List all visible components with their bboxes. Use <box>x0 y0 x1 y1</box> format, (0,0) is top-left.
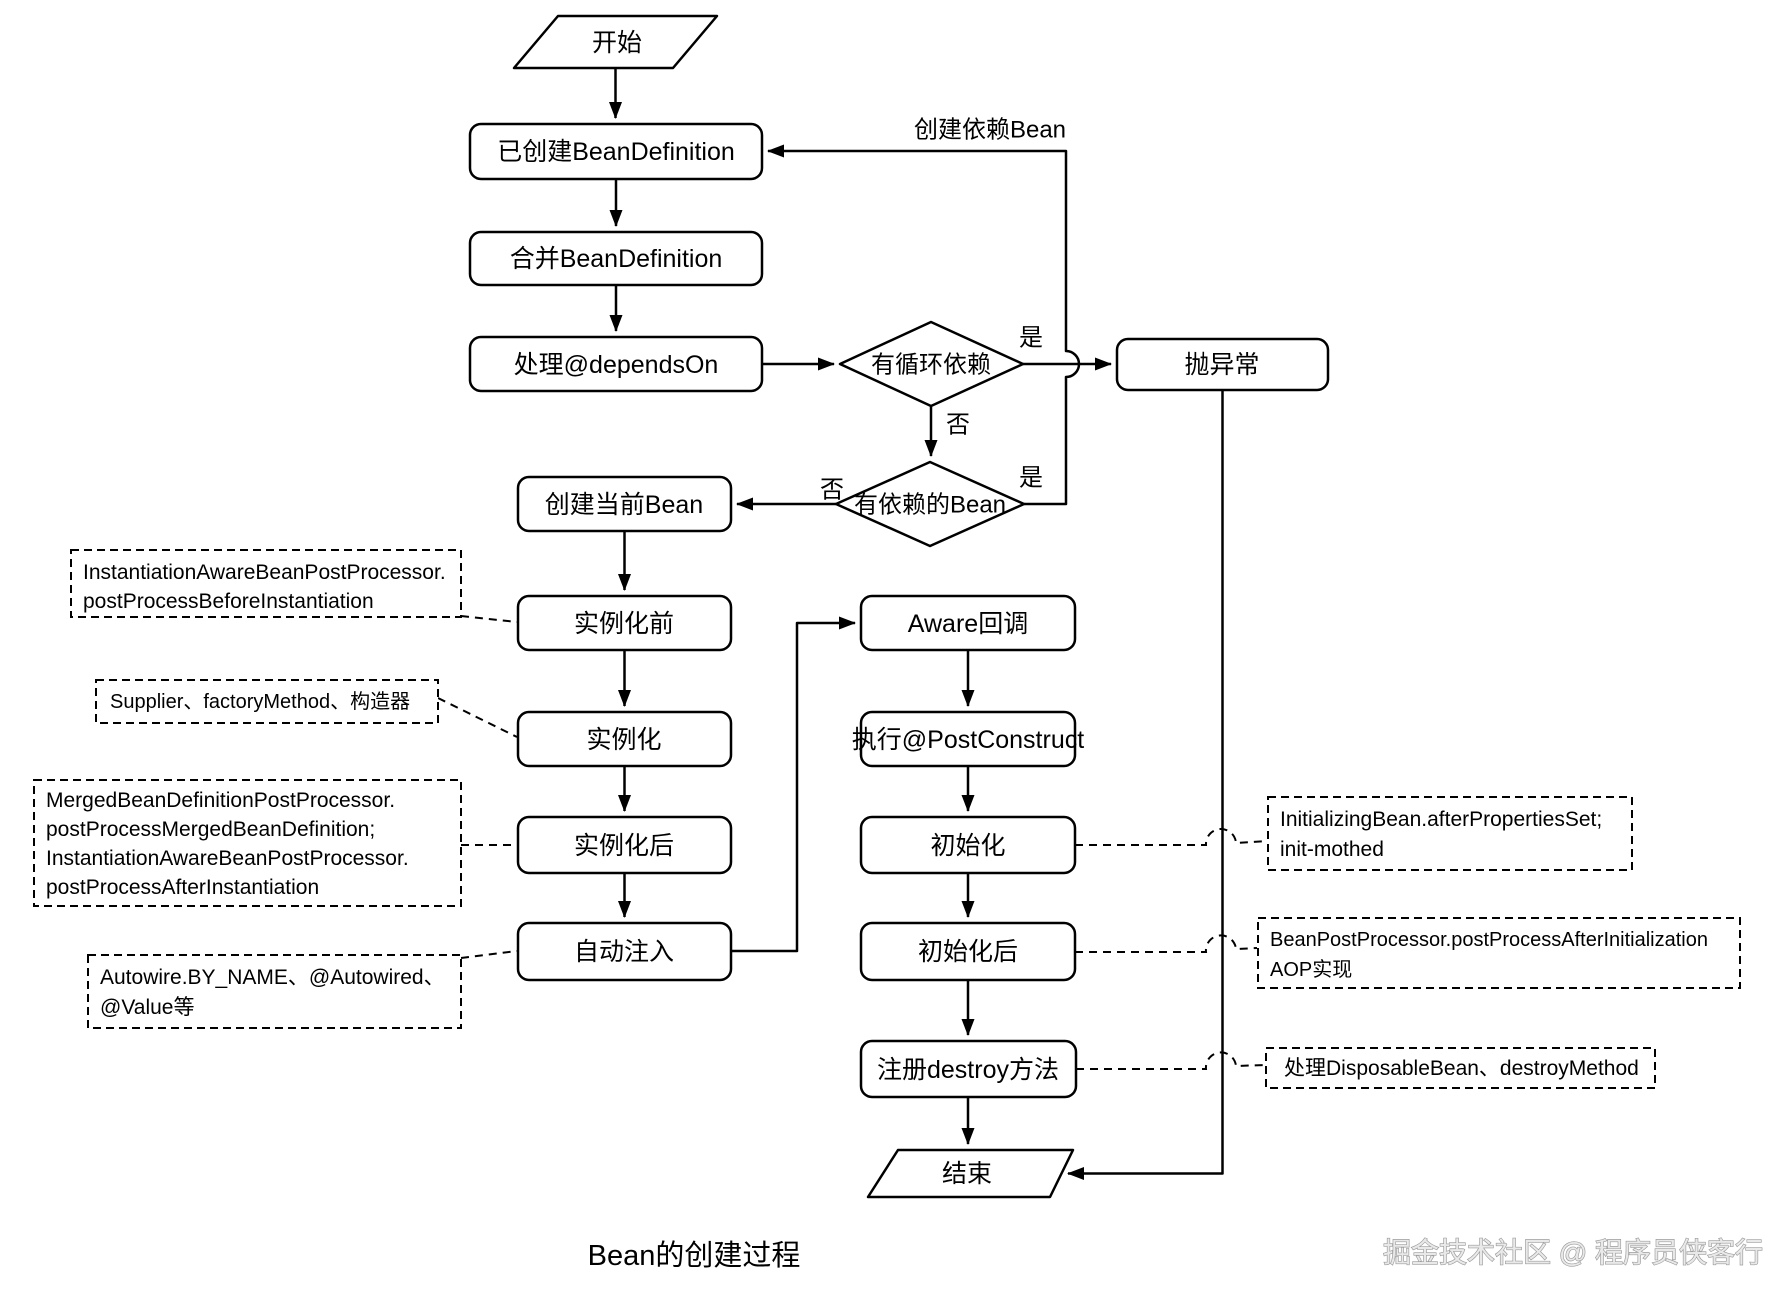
watermark: 掘金技术社区 @ 程序员侠客行 <box>1383 1237 1763 1268</box>
node-initialization: 初始化 <box>859 815 1077 875</box>
node-register-destroy-label: 注册destroy方法 <box>877 1056 1059 1084</box>
node-after-instantiation: 实例化后 <box>516 815 733 875</box>
edge-label-dependent-no: 否 <box>820 477 844 504</box>
note-after-initialization: BeanPostProcessor.postProcessAfterInitia… <box>1257 917 1741 989</box>
node-instantiation-label: 实例化 <box>586 726 661 754</box>
node-aware-callback: Aware回调 <box>859 594 1077 652</box>
decision-has-circular-dependency-label: 有循环依赖 <box>871 352 991 379</box>
note-link-initialization <box>1075 827 1268 846</box>
node-throw-exception-label: 抛异常 <box>1184 351 1259 379</box>
node-handle-depends-on: 处理@dependsOn <box>468 335 764 393</box>
node-aware-callback-label: Aware回调 <box>908 610 1028 638</box>
node-after-initialization: 初始化后 <box>859 921 1077 982</box>
note-link-instantiation <box>437 697 518 738</box>
note-instantiation-line1: Supplier、factoryMethod、构造器 <box>110 690 410 713</box>
note-initialization: InitializingBean.afterPropertiesSet; ini… <box>1267 796 1633 871</box>
note-link-before-instantiation <box>460 615 518 623</box>
edge-throw-to-end <box>1067 390 1224 1180</box>
node-autowire-inject-label: 自动注入 <box>574 938 674 966</box>
note-before-instantiation-line2: postProcessBeforeInstantiation <box>83 590 374 613</box>
note-register-destroy-line1: 处理DisposableBean、destroyMethod <box>1284 1057 1639 1080</box>
note-register-destroy: 处理DisposableBean、destroyMethod <box>1265 1047 1656 1089</box>
note-after-initialization-line1: BeanPostProcessor.postProcessAfterInitia… <box>1270 929 1708 951</box>
edge-dependent-yes-return <box>767 144 1081 506</box>
node-throw-exception: 抛异常 <box>1115 337 1330 392</box>
decision-has-circular-dependency: 有循环依赖 <box>838 320 1025 408</box>
node-merge-bean-definition: 合并BeanDefinition <box>468 230 764 287</box>
node-before-instantiation: 实例化前 <box>516 594 733 652</box>
note-after-instantiation-line4: postProcessAfterInstantiation <box>46 876 319 899</box>
decision-has-dependent-bean: 有依赖的Bean <box>834 460 1026 548</box>
note-link-autowire <box>460 950 518 959</box>
node-post-construct-label: 执行@PostConstruct <box>852 726 1084 754</box>
note-initialization-line2: init-mothed <box>1280 838 1384 861</box>
note-autowire: Autowire.BY_NAME、@Autowired、 @Value等 <box>87 954 462 1029</box>
note-before-instantiation-line1: InstantiationAwareBeanPostProcessor. <box>83 561 446 584</box>
node-post-construct: 执行@PostConstruct <box>852 710 1084 768</box>
node-before-instantiation-label: 实例化前 <box>574 610 674 638</box>
edge-label-circular-no: 否 <box>946 412 970 439</box>
node-bean-definition-created-label: 已创建BeanDefinition <box>497 138 735 166</box>
node-bean-definition-created: 已创建BeanDefinition <box>468 122 764 181</box>
note-link-register-destroy <box>1076 1051 1266 1070</box>
note-after-instantiation-line1: MergedBeanDefinitionPostProcessor. <box>46 789 395 812</box>
note-link-after-initialization <box>1075 934 1258 953</box>
edge-label-circular-yes: 是 <box>1019 325 1043 352</box>
node-autowire-inject: 自动注入 <box>516 921 733 982</box>
edge-label-dependent-yes: 是 <box>1019 465 1043 492</box>
node-end: 结束 <box>866 1148 1075 1199</box>
note-before-instantiation: InstantiationAwareBeanPostProcessor. pos… <box>70 549 462 618</box>
note-after-initialization-line2: AOP实现 <box>1270 958 1352 981</box>
node-start-label: 开始 <box>592 29 642 57</box>
note-initialization-line1: InitializingBean.afterPropertiesSet; <box>1280 808 1602 831</box>
node-end-label: 结束 <box>942 1160 992 1188</box>
note-after-instantiation: MergedBeanDefinitionPostProcessor. postP… <box>33 779 462 907</box>
note-autowire-line2: @Value等 <box>100 996 194 1019</box>
note-instantiation: Supplier、factoryMethod、构造器 <box>95 679 439 724</box>
node-create-current-bean-label: 创建当前Bean <box>545 491 703 519</box>
edge-autowire-to-aware <box>731 616 856 953</box>
diagram-title: Bean的创建过程 <box>588 1239 801 1272</box>
note-autowire-line1: Autowire.BY_NAME、@Autowired、 <box>100 966 445 989</box>
node-initialization-label: 初始化 <box>930 832 1005 860</box>
node-merge-bean-definition-label: 合并BeanDefinition <box>510 245 723 273</box>
edge-label-create-dependent-bean: 创建依赖Bean <box>914 117 1066 144</box>
decision-has-dependent-bean-label: 有依赖的Bean <box>854 492 1006 519</box>
note-after-instantiation-line3: InstantiationAwareBeanPostProcessor. <box>46 847 409 870</box>
node-after-initialization-label: 初始化后 <box>918 938 1018 966</box>
node-register-destroy: 注册destroy方法 <box>859 1039 1078 1099</box>
node-after-instantiation-label: 实例化后 <box>574 832 674 860</box>
node-instantiation: 实例化 <box>516 710 733 768</box>
node-handle-depends-on-label: 处理@dependsOn <box>514 351 719 379</box>
node-start: 开始 <box>512 14 719 70</box>
note-after-instantiation-line2: postProcessMergedBeanDefinition; <box>46 818 375 841</box>
node-create-current-bean: 创建当前Bean <box>516 475 733 533</box>
